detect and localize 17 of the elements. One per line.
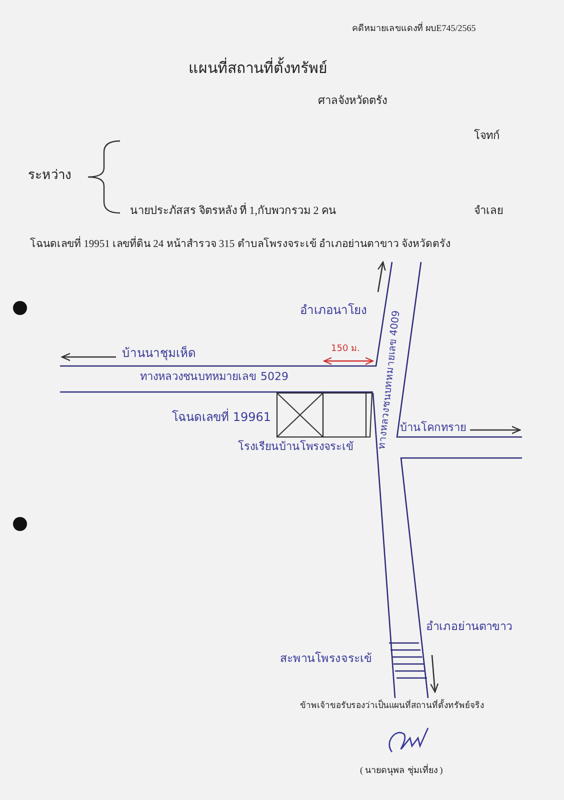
place-label: บ้านนาชุมเห็ด xyxy=(122,346,196,360)
distance-label: 150 ม. xyxy=(331,344,360,355)
road-label: ทางหลวงชนบทหมายเลข 5029 xyxy=(140,370,288,384)
place-label: อำเภอนาโยง xyxy=(300,303,367,318)
school-label: โรงเรียนบ้านโพรงจระเข้ xyxy=(238,440,354,454)
parcel-label: โฉนดเลขที่ 19961 xyxy=(172,410,271,424)
certification-note: ข้าพเจ้าขอรับรองว่าเป็นแผนที่สถานที่ตั้งทรัพย์จริง xyxy=(300,700,484,710)
court-name: ศาลจังหวัดตรัง xyxy=(318,95,387,108)
defendant-name: นายประภัสสร จิตรหลัง ที่ 1,กับพวกรวม 2 คน xyxy=(130,205,336,218)
signatory-name: ( นายดนุพล ชุ่มเที่ยง ) xyxy=(360,765,443,776)
between-label: ระหว่าง xyxy=(28,167,71,183)
party-role: จำเลย xyxy=(474,205,503,218)
place-label: บ้านโคกทราย xyxy=(400,421,466,434)
place-label: อำเภอย่านตาขาว xyxy=(426,620,512,634)
case-number: คดีหมายเลขแดงที่ ผบE745/2565 xyxy=(352,23,476,34)
bridge-label: สะพานโพรงจระเข้ xyxy=(280,652,372,666)
party-role: โจทก์ xyxy=(474,130,500,144)
